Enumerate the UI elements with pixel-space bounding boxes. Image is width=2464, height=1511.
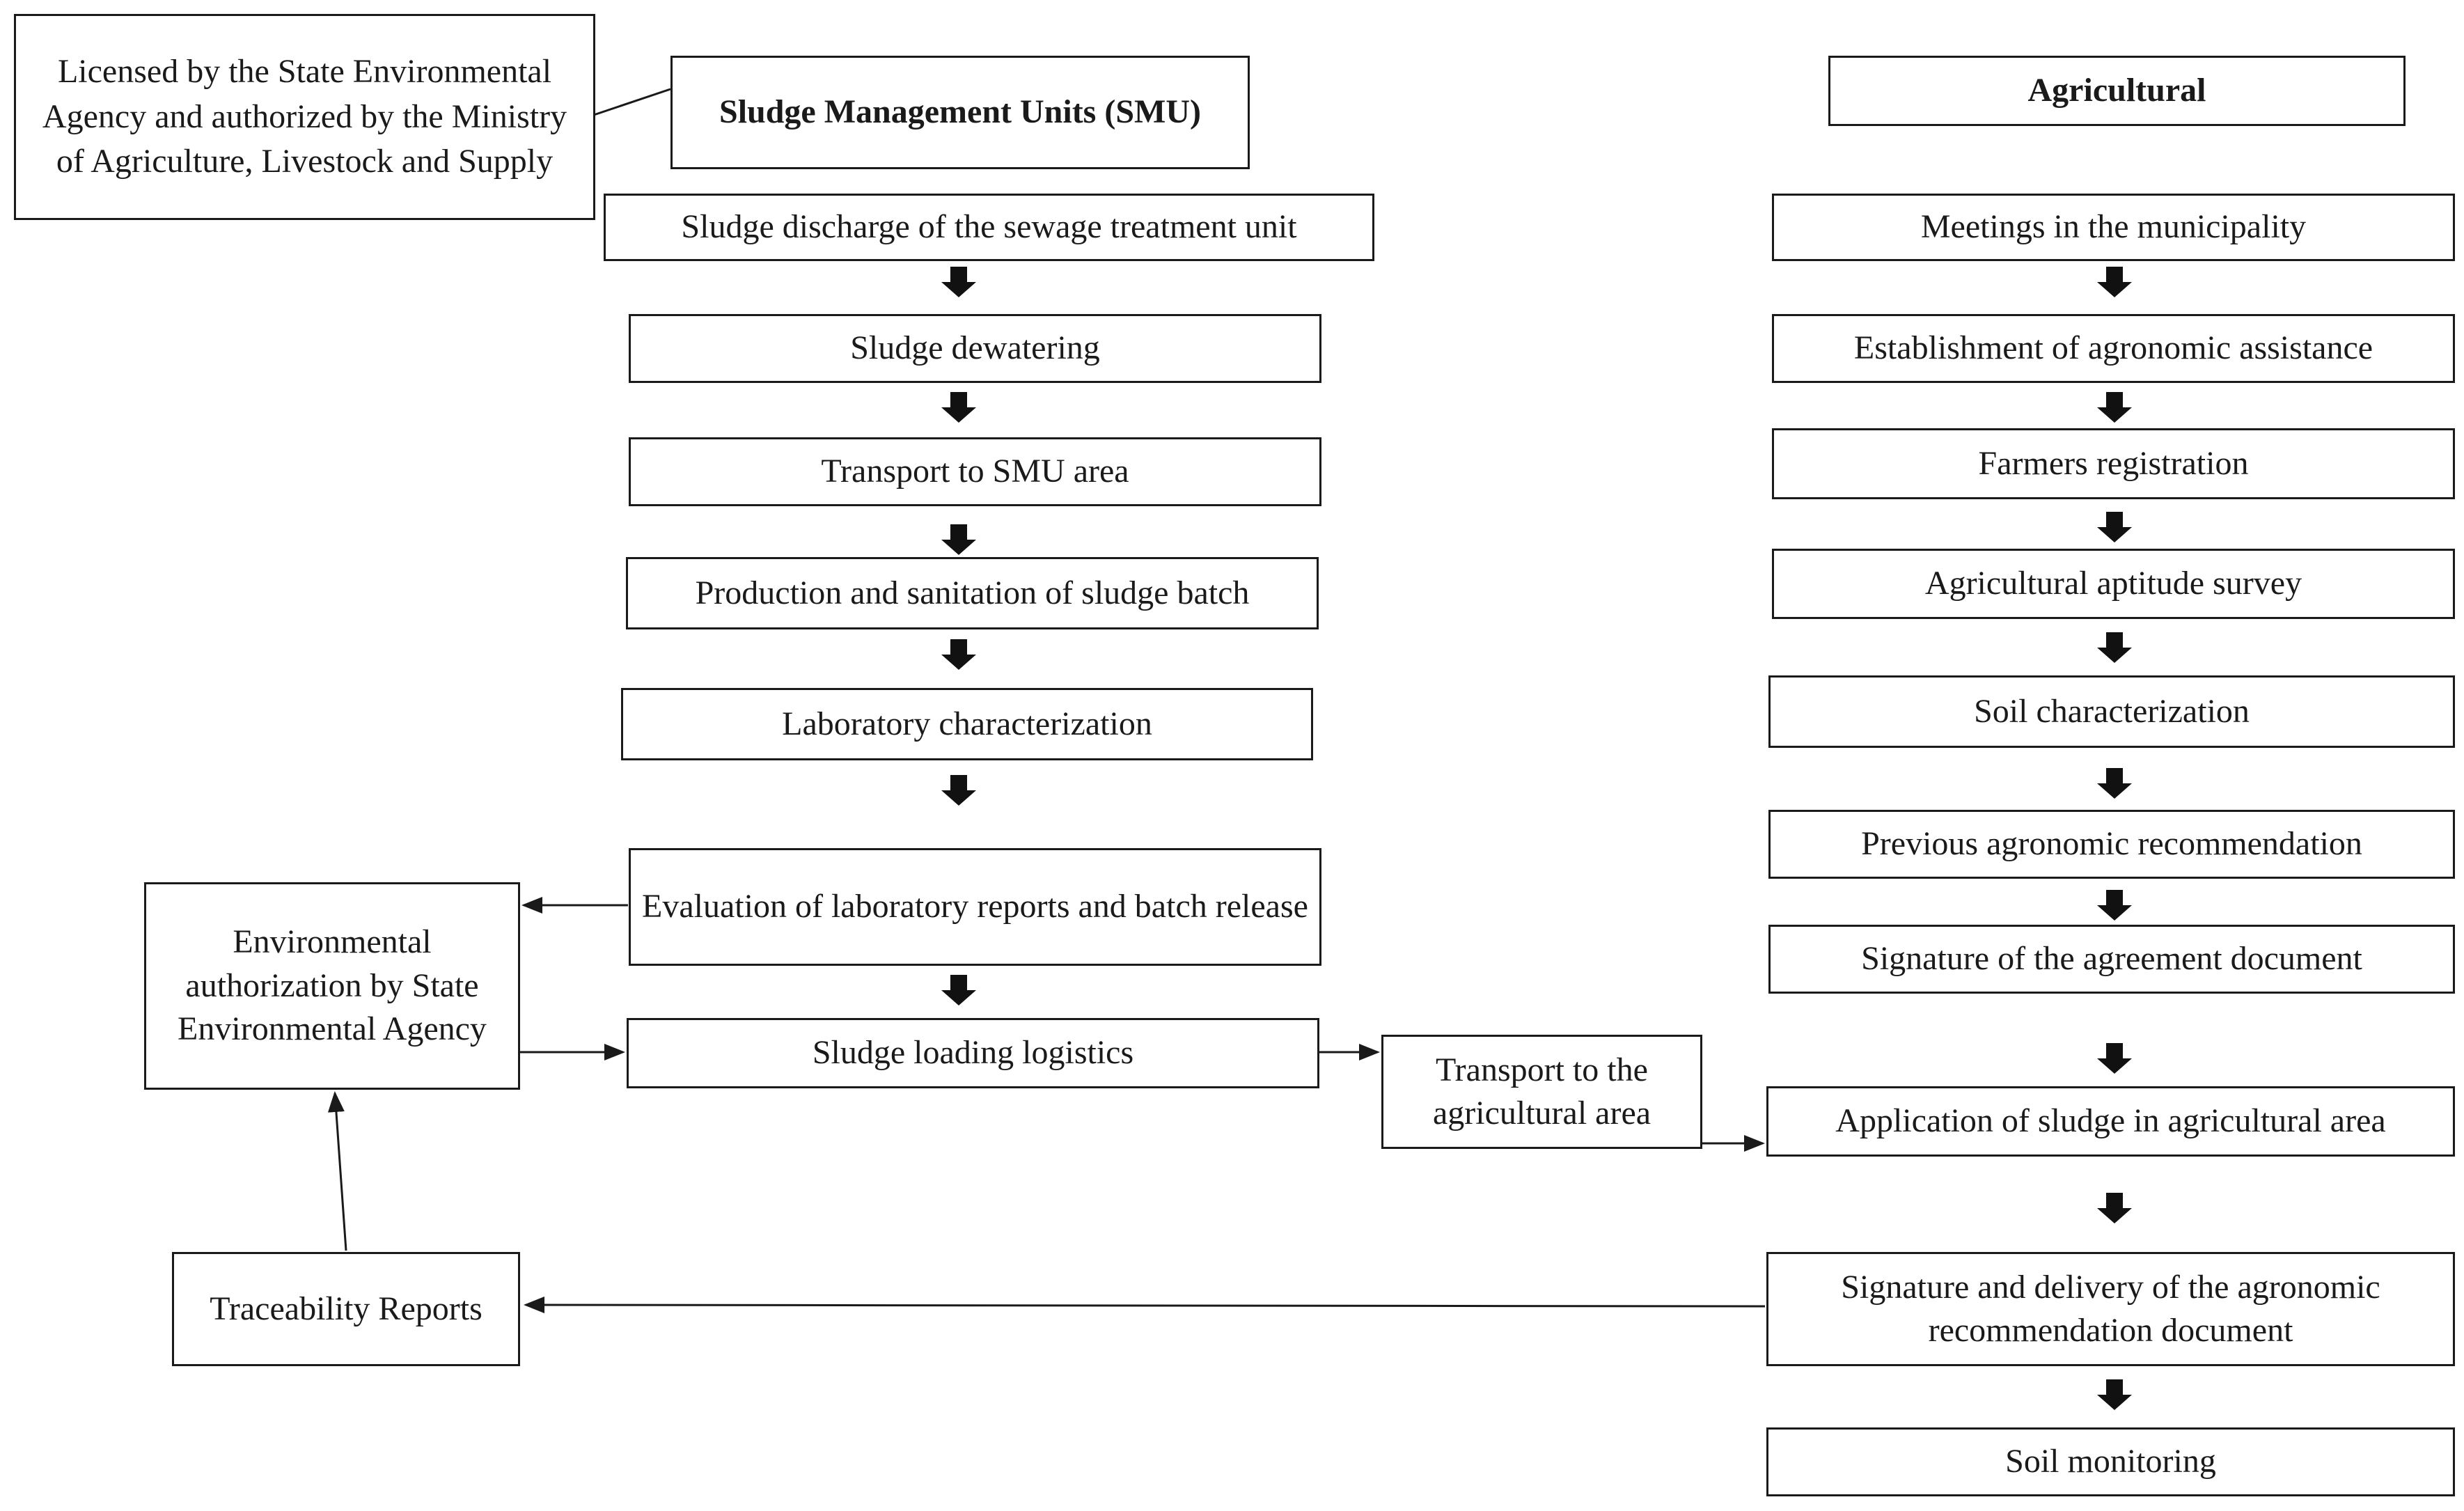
transport-agricultural-text: Transport to the agricultural area (1432, 1051, 1651, 1132)
agricultural-down-arrow-icon (2097, 890, 2132, 921)
env-authorization-box: Environmental authorization by State Env… (144, 882, 520, 1090)
agricultural-down-arrow-icon (2097, 1379, 2132, 1410)
agricultural-header-text: Agricultural (2027, 72, 2206, 109)
smu-header: Sludge Management Units (SMU) (670, 56, 1250, 169)
agricultural-step-10: Soil monitoring (1766, 1427, 2455, 1496)
agricultural-step-5: Soil characterization (1768, 675, 2455, 748)
arrow-signature-to-traceability (524, 1297, 1766, 1314)
agricultural-step-label: Establishment of agronomic assistance (1853, 329, 2373, 367)
agricultural-step-label: Agricultural aptitude survey (1924, 565, 2302, 602)
smu-down-arrow-icon (941, 975, 976, 1005)
agricultural-step-label: Farmers registration (1978, 444, 2249, 482)
agricultural-step-label: Meetings in the municipality (1920, 208, 2307, 246)
down-arrows-group (941, 267, 2132, 1410)
agricultural-step-6: Previous agronomic recommendation (1768, 810, 2455, 879)
smu-step-7: Sludge loading logistics (627, 1018, 1319, 1088)
traceability-reports-box: Traceability Reports (172, 1252, 520, 1366)
agricultural-step-3: Farmers registration (1772, 428, 2455, 499)
smu-step-label: Transport to SMU area (821, 453, 1129, 490)
smu-down-arrow-icon (941, 775, 976, 806)
agricultural-down-arrow-icon (2097, 768, 2132, 799)
env-authorization-text: Environmental authorization by State Env… (178, 923, 487, 1048)
smu-down-arrow-icon (941, 267, 976, 297)
arrow-traceability-to-env-auth (327, 1091, 347, 1251)
licensing-note-text: Licensed by the State Environmental Agen… (42, 52, 567, 180)
smu-step-2: Sludge dewatering (629, 314, 1321, 383)
smu-down-arrow-icon (941, 524, 976, 555)
smu-step-label: Sludge discharge of the sewage treatment… (681, 208, 1297, 246)
agricultural-step-2: Establishment of agronomic assistance (1772, 314, 2455, 383)
note-connector-line (593, 88, 671, 116)
smu-step-3: Transport to SMU area (629, 437, 1321, 506)
agricultural-step-8: Application of sludge in agricultural ar… (1766, 1086, 2455, 1157)
smu-step-5: Laboratory characterization (621, 688, 1313, 760)
traceability-reports-text: Traceability Reports (210, 1290, 482, 1327)
smu-step-4: Production and sanitation of sludge batc… (626, 557, 1319, 629)
agricultural-step-label: Application of sludge in agricultural ar… (1835, 1102, 2386, 1140)
agricultural-down-arrow-icon (2097, 632, 2132, 663)
agricultural-step-label: Soil monitoring (2005, 1443, 2216, 1480)
agricultural-down-arrow-icon (2097, 267, 2132, 297)
agricultural-step-label: Signature and delivery of the agronomic … (1841, 1268, 2380, 1349)
agricultural-step-1: Meetings in the municipality (1772, 194, 2455, 261)
smu-step-label: Evaluation of laboratory reports and bat… (642, 888, 1308, 925)
smu-step-1: Sludge discharge of the sewage treatment… (604, 194, 1374, 261)
smu-down-arrow-icon (941, 392, 976, 423)
agricultural-step-7: Signature of the agreement document (1768, 925, 2455, 994)
agricultural-down-arrow-icon (2097, 392, 2132, 423)
smu-down-arrow-icon (941, 639, 976, 670)
smu-step-label: Laboratory characterization (782, 705, 1152, 742)
agricultural-down-arrow-icon (2097, 1193, 2132, 1223)
transport-agricultural-box: Transport to the agricultural area (1381, 1035, 1702, 1149)
smu-header-text: Sludge Management Units (SMU) (719, 93, 1201, 131)
licensing-note: Licensed by the State Environmental Agen… (14, 14, 595, 220)
agricultural-down-arrow-icon (2097, 512, 2132, 542)
smu-step-6: Evaluation of laboratory reports and bat… (629, 848, 1321, 966)
smu-step-label: Production and sanitation of sludge batc… (695, 574, 1250, 611)
agricultural-step-9: Signature and delivery of the agronomic … (1766, 1252, 2455, 1366)
agricultural-step-label: Previous agronomic recommendation (1861, 825, 2362, 863)
agricultural-down-arrow-icon (2097, 1043, 2132, 1074)
agricultural-step-label: Signature of the agreement document (1861, 940, 2362, 978)
smu-step-label: Sludge loading logistics (812, 1034, 1134, 1072)
smu-step-label: Sludge dewatering (850, 329, 1100, 367)
agricultural-step-4: Agricultural aptitude survey (1772, 549, 2455, 619)
agricultural-step-label: Soil characterization (1974, 692, 2250, 730)
agricultural-header: Agricultural (1828, 56, 2406, 126)
